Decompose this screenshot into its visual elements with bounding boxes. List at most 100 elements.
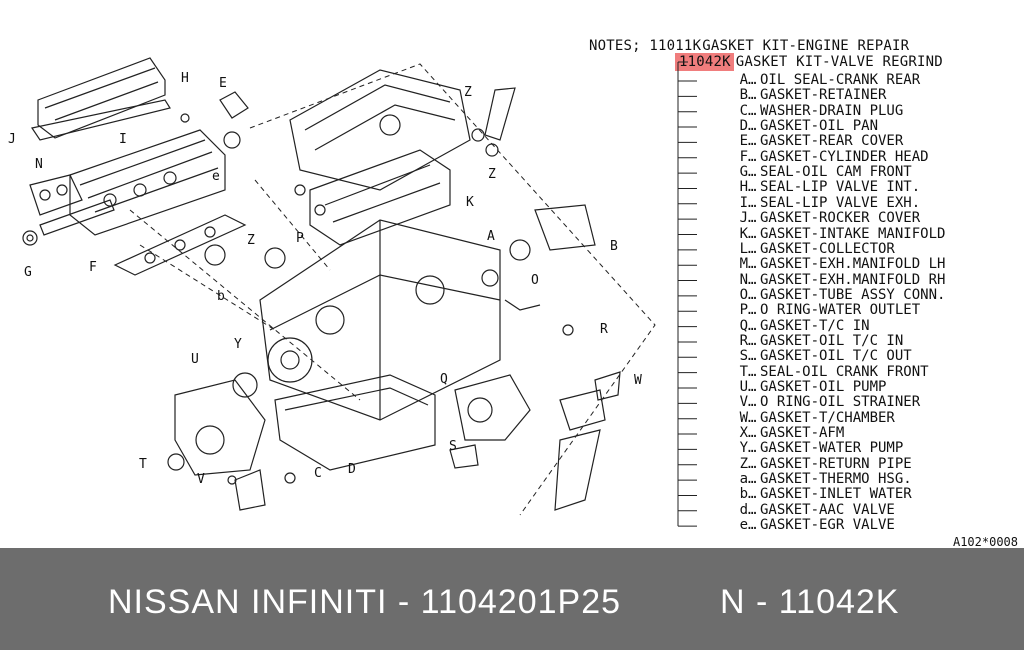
part-code: Q [739, 317, 748, 334]
part-row: M…GASKET-EXH.MANIFOLD LH [722, 257, 946, 272]
part-name: GASKET-ROCKER COVER [760, 210, 921, 227]
part-separator: … [748, 271, 757, 288]
part-name: GASKET-EXH.MANIFOLD RH [760, 271, 946, 288]
part-separator: … [748, 118, 757, 135]
part-row: K…GASKET-INTAKE MANIFOLD [722, 225, 946, 242]
part-separator: … [748, 225, 757, 242]
part-name: GASKET-COLLECTOR [760, 240, 895, 257]
part-name: SEAL-OIL CAM FRONT [760, 164, 912, 181]
part-separator: … [748, 240, 757, 257]
part-separator: … [748, 363, 757, 380]
part-name: GASKET-INTAKE MANIFOLD [760, 225, 946, 242]
callout-q: Q [440, 372, 448, 387]
part-name: GASKET-RETAINER [760, 87, 887, 104]
part-separator: … [748, 87, 757, 104]
highlighted-kit-code: 11042K [675, 53, 734, 71]
part-separator: … [748, 210, 757, 227]
part-separator: … [748, 317, 757, 334]
part-row: U…GASKET-OIL PUMP [722, 379, 887, 395]
part-name: GASKET-THERMO HSG. [760, 471, 912, 488]
callout-u: U [191, 352, 199, 367]
callout-e-lower: e [212, 169, 220, 184]
part-name: GASKET-OIL T/C OUT [760, 348, 912, 365]
part-code: J [739, 210, 748, 227]
part-name: GASKET-AFM [760, 425, 845, 442]
part-row: A…OIL SEAL-CRANK REAR [722, 72, 921, 88]
part-name: OIL SEAL-CRANK REAR [760, 72, 921, 88]
part-code: A [739, 72, 748, 88]
part-code: X [739, 425, 748, 442]
part-code: O [739, 286, 748, 303]
assembly-guide-lines [129, 63, 656, 516]
part-row: L…GASKET-COLLECTOR [722, 240, 895, 257]
rocker-cover [31, 57, 171, 141]
callout-r: R [600, 322, 608, 337]
intake-manifold [309, 149, 451, 246]
part-separator: … [748, 501, 757, 518]
part-row: Q…GASKET-T/C IN [722, 317, 870, 334]
part-row: d…GASKET-AAC VALVE [722, 501, 895, 518]
part-code: F [739, 148, 748, 165]
part-name: GASKET-CYLINDER HEAD [760, 148, 929, 165]
part-name: GASKET-T/CHAMBER [760, 409, 895, 426]
part-name: GASKET-AAC VALVE [760, 501, 895, 518]
part-row: B…GASKET-RETAINER [722, 87, 887, 104]
engine-parts-drawing [22, 57, 656, 516]
main-kit-code: 11011K [649, 38, 702, 54]
water-pump [232, 337, 313, 398]
part-name: GASKET-RETURN PIPE [760, 455, 912, 472]
part-code: b [739, 486, 748, 503]
part-name: GASKET-INLET WATER [760, 486, 912, 503]
part-separator: … [748, 471, 757, 488]
part-code: N [739, 271, 748, 288]
part-row: N…GASKET-EXH.MANIFOLD RH [722, 271, 946, 288]
part-code: U [739, 379, 748, 395]
part-row: a…GASKET-THERMO HSG. [722, 472, 912, 487]
cylinder-head-gasket [113, 214, 247, 276]
callout-z-top: Z [464, 85, 472, 100]
highlighted-kit-desc: GASKET KIT-VALVE REGRIND [735, 54, 943, 70]
small-gaskets [180, 91, 574, 511]
camshaft [22, 199, 115, 246]
callout-f: F [89, 260, 97, 275]
part-code: P [739, 302, 748, 319]
oil-pan [274, 374, 436, 471]
part-row: C…WASHER-DRAIN PLUG [722, 102, 904, 119]
part-separator: … [748, 302, 757, 319]
footer-bar: NISSAN INFINITI - 1104201P25 N - 11042K [0, 548, 1024, 650]
part-separator: … [748, 179, 757, 196]
part-row: E…GASKET-REAR COVER [722, 134, 904, 149]
part-code: C [739, 102, 748, 119]
part-row: S…GASKET-OIL T/C OUT [722, 349, 912, 364]
part-name: GASKET-OIL T/C IN [760, 332, 904, 349]
part-code: S [739, 348, 748, 365]
part-name: GASKET-T/C IN [760, 317, 870, 334]
part-row: O…GASKET-TUBE ASSY CONN. [722, 286, 946, 303]
callout-s: S [449, 439, 457, 454]
part-name: SEAL-LIP VALVE INT. [760, 179, 921, 196]
part-row: D…GASKET-OIL PAN [722, 119, 878, 134]
part-row: e…GASKET-EGR VALVE [722, 518, 895, 533]
callout-c: C [314, 466, 322, 481]
part-separator: … [748, 394, 757, 411]
part-name: O RING-WATER OUTLET [760, 302, 921, 319]
callout-v: V [197, 472, 205, 487]
intake-collector [289, 69, 471, 191]
part-name: GASKET-EGR VALVE [760, 517, 895, 534]
callout-h: H [181, 71, 189, 86]
exploded-engine-diagram: H E J I N e G F b Z P Z Z K A B O R Y Q … [8, 38, 1018, 549]
callout-g: G [24, 265, 32, 280]
callout-b: B [610, 239, 618, 254]
main-kit-desc: GASKET KIT-ENGINE REPAIR [702, 38, 910, 54]
rear-oil-seal-retainer [509, 204, 596, 261]
part-separator: … [748, 517, 757, 534]
part-name: O RING-OIL STRAINER [760, 394, 921, 411]
part-row: T…SEAL-OIL CRANK FRONT [722, 363, 929, 380]
part-code: e [739, 517, 748, 534]
callout-n: N [35, 157, 43, 172]
part-separator: … [748, 348, 757, 365]
part-code: R [739, 332, 748, 349]
callout-t: T [139, 457, 147, 472]
callout-o: O [531, 273, 539, 288]
